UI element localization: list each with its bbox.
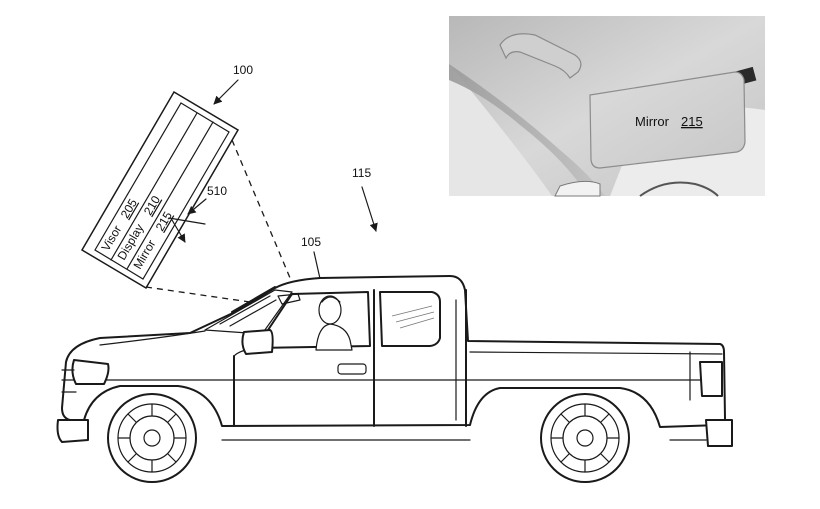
door-handle	[337, 363, 367, 375]
arrow-510-line	[168, 217, 206, 225]
leader-vehicle	[361, 186, 378, 232]
inset-photo: Mirror 215	[449, 16, 765, 197]
front-wheel	[107, 393, 197, 483]
ref-label-system: 100	[233, 63, 253, 77]
pickup-truck	[56, 275, 733, 483]
projection-line-lower	[145, 286, 251, 303]
inset-mirror-number: 215	[681, 114, 703, 129]
cab-visor	[277, 293, 301, 305]
layer-stack: Visor 205 Display 210 Mirror 215	[80, 90, 240, 290]
rear-bumper	[705, 419, 733, 447]
ref-label-510: 510	[207, 184, 227, 198]
side-mirror	[241, 329, 274, 355]
front-bumper	[56, 419, 89, 443]
leader-510	[187, 198, 207, 215]
inset-mirror-label: Mirror	[635, 114, 670, 129]
ref-label-vehicle: 115	[352, 166, 371, 180]
rear-wheel	[540, 393, 630, 483]
leader-system	[213, 79, 239, 105]
ref-label-occupant: 105	[301, 235, 321, 249]
arrow-510-head	[171, 219, 186, 243]
occupant	[315, 295, 353, 351]
headlight	[71, 359, 110, 385]
tail-light	[699, 361, 723, 397]
projection-line-upper	[231, 139, 294, 286]
rear-side-window	[379, 291, 441, 347]
